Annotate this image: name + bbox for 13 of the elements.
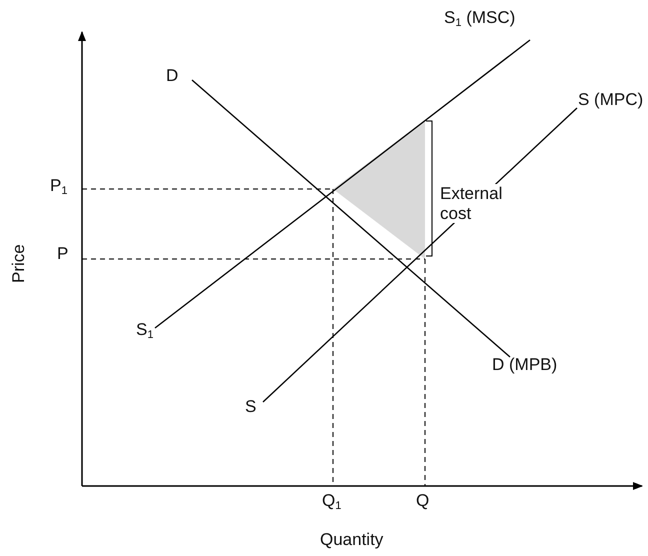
axis-title: Price [9, 244, 29, 283]
curve-label: D (MPB) [492, 355, 558, 375]
axis-value-label: Q [416, 491, 430, 511]
axis-value-label: P [57, 244, 68, 264]
axis-title: Quantity [320, 530, 384, 550]
curve-label: S$_{1}$ (MSC) [444, 8, 516, 30]
curve-label: S$_{1}$ [136, 320, 154, 342]
axis-value-label: P$_{1}$ [50, 176, 68, 198]
axis-value-label: Q$_{1}$ [322, 491, 342, 513]
curve-label: S [245, 397, 256, 417]
curve-label: S (MPC) [578, 90, 644, 110]
curve-label: D [166, 66, 178, 86]
bracket-label: External cost [440, 184, 504, 224]
